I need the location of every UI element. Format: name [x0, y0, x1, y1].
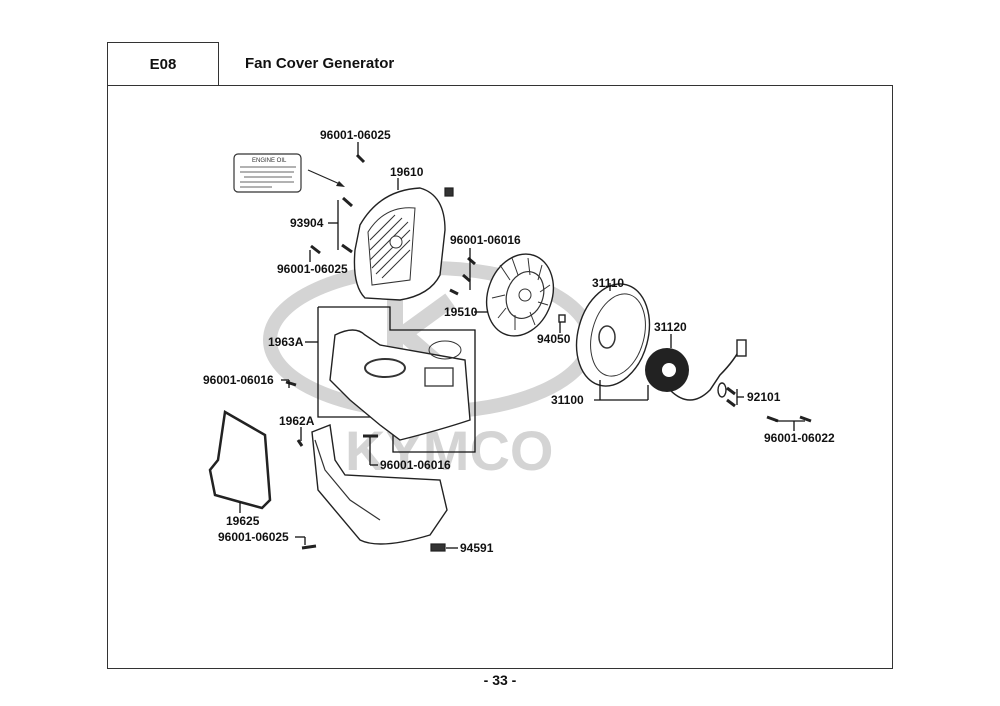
part-label-96001-06016: 96001-06016: [203, 373, 274, 387]
diagram-frame: [107, 85, 893, 669]
part-label-96001-06022: 96001-06022: [764, 431, 835, 445]
part-label-1963A: 1963A: [268, 335, 304, 349]
part-label-96001-06016: 96001-06016: [450, 233, 521, 247]
part-label-31120: 31120: [654, 320, 687, 334]
section-code: E08: [107, 42, 219, 86]
engine-oil-sticker: ENGINE OIL: [233, 153, 302, 193]
page-title: Fan Cover Generator: [245, 55, 395, 72]
gasket-part: [208, 409, 272, 510]
leader-lines: [239, 142, 805, 549]
part-label-96001-06025: 96001-06025: [218, 530, 289, 544]
arrow-icon: [307, 169, 345, 187]
page-number: - 33 -: [483, 672, 517, 688]
watermark-text: KYMCO: [345, 419, 553, 482]
part-label-1962A: 1962A: [279, 414, 315, 428]
shroud-group-bracket: [317, 306, 476, 453]
part-label-19625: 19625: [226, 514, 260, 528]
lower-cover-part: [311, 424, 448, 545]
cooling-fan-part: [485, 253, 555, 337]
part-label-19610: 19610: [390, 165, 424, 179]
bolt-icon: [285, 153, 812, 552]
part-label-94591: 94591: [460, 541, 494, 555]
part-label-96001-06025: 96001-06025: [277, 262, 348, 276]
stator-coil-part: [645, 339, 747, 401]
part-label-96001-06016: 96001-06016: [380, 458, 451, 472]
fan-cover-part: [353, 187, 454, 301]
part-label-94050: 94050: [537, 332, 571, 346]
part-label-19510: 19510: [444, 305, 478, 319]
part-label-93904: 93904: [290, 216, 324, 230]
flywheel-rotor-part: [575, 283, 651, 387]
part-label-31110: 31110: [592, 276, 624, 290]
part-label-92101: 92101: [747, 390, 781, 404]
part-label-96001-06025: 96001-06025: [320, 128, 391, 142]
sticker-title: ENGINE OIL: [252, 158, 287, 164]
part-label-31100: 31100: [551, 393, 584, 407]
